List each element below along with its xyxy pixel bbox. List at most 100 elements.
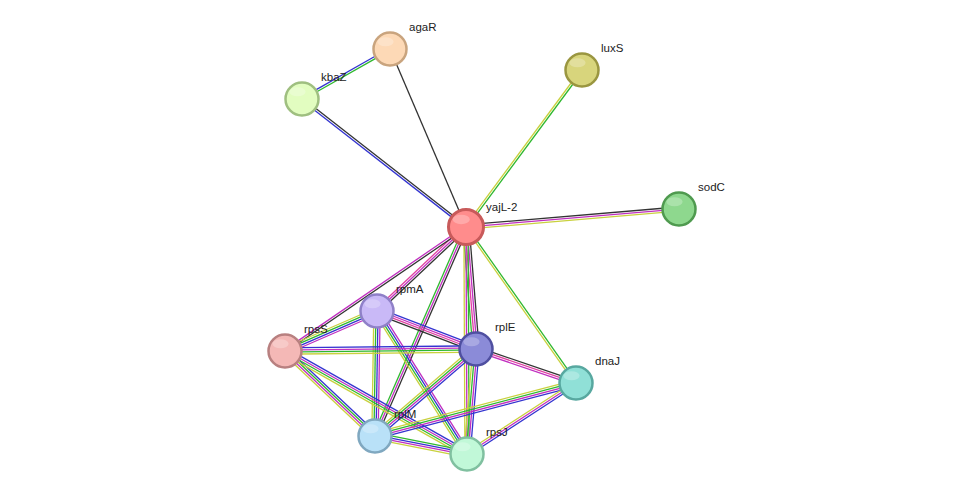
edge-strand: [301, 352, 460, 354]
node-circle: [447, 208, 485, 246]
protein-node: rpsJ: [449, 436, 485, 472]
edge-strand: [300, 356, 454, 443]
node-circle: [372, 31, 408, 67]
edge-strand: [298, 314, 361, 341]
edge-strand: [490, 356, 560, 380]
node-gloss: [569, 58, 585, 67]
edge-strand: [392, 318, 461, 345]
edge-strand: [297, 361, 364, 424]
protein-label: rplM: [394, 408, 416, 421]
edge-strand: [480, 392, 562, 446]
node-circle: [458, 331, 494, 367]
node-gloss: [289, 87, 305, 96]
edge-strand: [482, 393, 564, 447]
node-gloss: [666, 197, 682, 206]
protein-node: rplE: [458, 331, 494, 367]
edge-strand: [372, 327, 373, 420]
node-gloss: [377, 37, 393, 46]
edge-strand: [301, 348, 460, 350]
node-disc: [449, 210, 484, 245]
protein-label: rpsJ: [486, 426, 508, 439]
interaction-edge: [396, 64, 459, 212]
interaction-edge: [301, 346, 460, 354]
node-disc: [269, 335, 302, 368]
edge-strand: [301, 320, 364, 347]
edge-strand: [475, 82, 571, 212]
edge-strand: [465, 365, 471, 438]
node-gloss: [463, 337, 479, 346]
edge-strand: [316, 58, 376, 92]
node-disc: [451, 438, 484, 471]
node-disc: [663, 193, 696, 226]
edge-strand: [391, 390, 561, 435]
edge-strand: [492, 352, 562, 376]
edge-strand: [385, 325, 458, 441]
protein-label: luxS: [601, 42, 623, 55]
edge-strand: [299, 237, 453, 342]
edge-strand: [483, 212, 663, 227]
edge-strand: [300, 318, 363, 345]
edge-strand: [477, 83, 573, 213]
protein-label: dnaJ: [595, 355, 620, 368]
interaction-edge: [391, 314, 462, 346]
interaction-edge: [475, 82, 573, 214]
protein-node: kbaZ: [284, 81, 320, 117]
interaction-edge: [385, 357, 466, 428]
edge-strand: [298, 236, 452, 341]
interaction-edge: [465, 365, 478, 439]
edge-strand: [390, 384, 560, 429]
protein-node: dnaJ: [558, 365, 594, 401]
edge-strand: [315, 108, 453, 216]
interaction-edge: [479, 390, 563, 447]
protein-node: sodC: [661, 191, 697, 227]
node-disc: [560, 367, 593, 400]
edge-strand: [315, 56, 375, 90]
protein-label: kbaZ: [321, 71, 347, 84]
node-disc: [374, 33, 407, 66]
edge-strand: [381, 243, 459, 422]
node-circle: [359, 293, 395, 329]
protein-node: rpmA: [359, 293, 395, 329]
edge-strand: [301, 350, 460, 352]
edge-strand: [390, 386, 560, 431]
edge-strand: [299, 316, 362, 343]
interaction-edge: [390, 436, 452, 454]
edge-strand: [491, 354, 561, 378]
edge-strand: [391, 320, 460, 347]
node-gloss: [453, 215, 470, 225]
node-circle: [661, 191, 697, 227]
node-circle: [564, 52, 600, 88]
node-gloss: [563, 371, 579, 380]
edge-strand: [396, 64, 459, 212]
edge-strand: [479, 390, 561, 444]
interaction-edge: [298, 314, 363, 347]
node-disc: [286, 83, 319, 116]
interaction-edge: [315, 56, 376, 92]
edge-strand: [392, 316, 461, 343]
node-gloss: [364, 299, 380, 308]
edge-strand: [390, 442, 451, 454]
node-circle: [284, 81, 320, 117]
edge-strand: [389, 239, 454, 300]
node-disc: [361, 295, 394, 328]
node-gloss: [272, 339, 288, 348]
protein-label: rpsS: [304, 323, 328, 336]
protein-node: agaR: [372, 31, 408, 67]
interaction-edge: [314, 108, 453, 217]
interaction-edge: [490, 352, 561, 380]
protein-label: rpmA: [396, 283, 423, 296]
node-circle: [449, 436, 485, 472]
node-circle: [267, 333, 303, 369]
node-circle: [558, 365, 594, 401]
edge-strand: [393, 314, 462, 341]
protein-node: luxS: [564, 52, 600, 88]
edge-strand: [387, 237, 452, 298]
protein-node: rpsS: [267, 333, 303, 369]
edge-strand: [391, 440, 452, 452]
edge-strand: [299, 360, 366, 423]
protein-label: rplE: [495, 321, 515, 334]
protein-label: yajL-2: [486, 201, 517, 214]
